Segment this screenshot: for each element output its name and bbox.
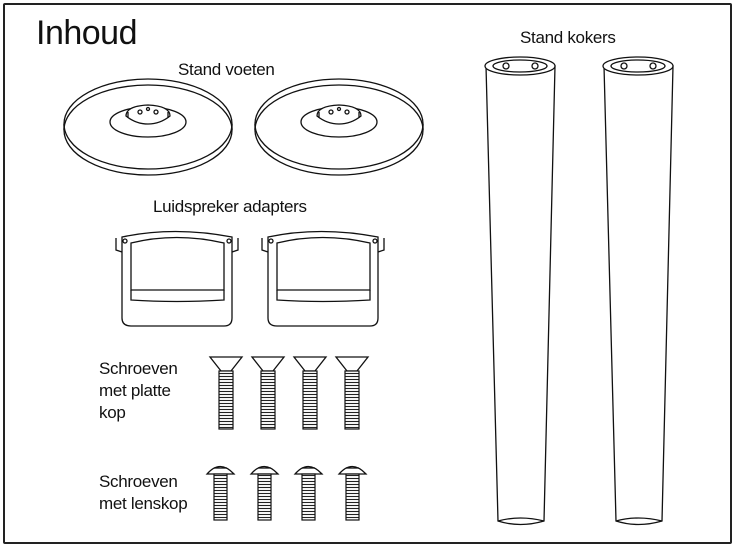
label-flat-head-screws: Schroeven met platte kop — [99, 358, 178, 424]
lens-head-screw-icon — [293, 465, 324, 521]
label-stand-feet: Stand voeten — [178, 60, 275, 79]
lens-head-screw-icon — [205, 465, 236, 521]
flat-head-screw-icon — [334, 356, 370, 430]
flat-head-screw-icon — [250, 356, 286, 430]
label-stand-tubes: Stand kokers — [520, 28, 616, 47]
speaker-adapter-icon — [115, 230, 239, 327]
label-flat-head-line2: met platte — [99, 381, 171, 400]
stand-foot-icon — [254, 78, 424, 176]
stand-tube-icon — [484, 56, 556, 526]
label-lens-head-screws: Schroeven met lenskop — [99, 471, 188, 515]
flat-head-screw-icon — [292, 356, 328, 430]
stand-foot-icon — [63, 78, 233, 176]
speaker-adapter-icon — [261, 230, 385, 327]
lens-head-screw-icon — [249, 465, 280, 521]
label-flat-head-line1: Schroeven — [99, 359, 178, 378]
label-lens-head-line1: Schroeven — [99, 472, 178, 491]
diagram-title: Inhoud — [36, 14, 138, 52]
label-flat-head-line3: kop — [99, 403, 126, 422]
flat-head-screw-icon — [208, 356, 244, 430]
label-speaker-adapters: Luidspreker adapters — [153, 197, 307, 216]
stand-tube-icon — [602, 56, 674, 526]
diagram-border — [3, 3, 732, 544]
label-lens-head-line2: met lenskop — [99, 494, 188, 513]
lens-head-screw-icon — [337, 465, 368, 521]
